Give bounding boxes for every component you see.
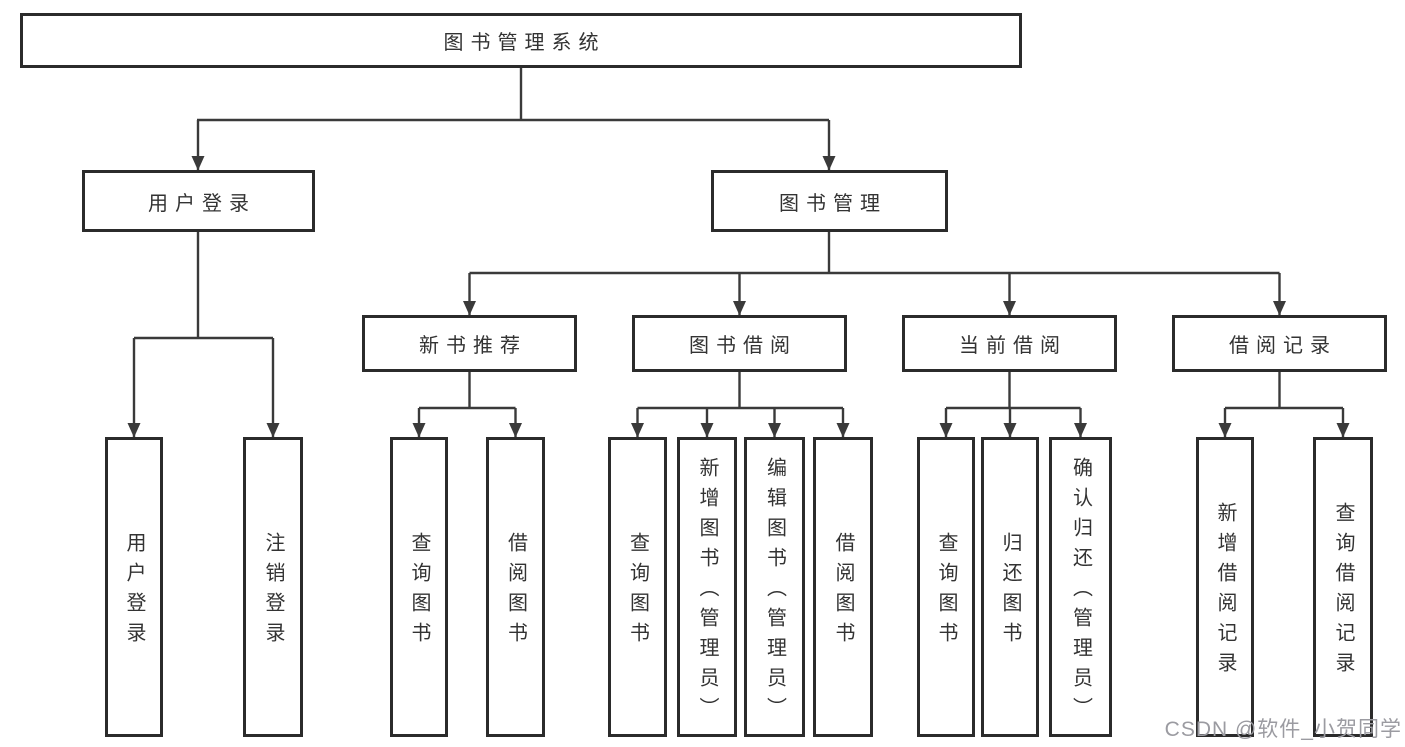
leaf-edit-books-admin: 编辑图书（管理员） [744, 437, 805, 737]
node-label: 当前借阅 [959, 335, 1067, 357]
leaf-user-login: 用户登录 [105, 437, 163, 737]
node-label: 借阅记录 [1229, 335, 1337, 357]
node-user-login: 用户登录 [82, 170, 315, 232]
leaf-label: 查询借阅记录 [1332, 502, 1354, 682]
leaf-label: 注销登录 [262, 532, 284, 652]
leaf-logout: 注销登录 [243, 437, 303, 737]
node-new-book-recommendation: 新书推荐 [362, 315, 577, 372]
leaf-add-books-admin: 新增图书（管理员） [677, 437, 737, 737]
leaf-label: 新增图书（管理员） [696, 457, 718, 727]
node-label: 用户登录 [148, 192, 256, 215]
node-current-borrowing: 当前借阅 [902, 315, 1117, 372]
node-library-management-system: 图书管理系统 [20, 13, 1022, 68]
leaf-confirm-return-admin: 确认归还（管理员） [1049, 437, 1112, 737]
leaf-label: 归还图书 [999, 532, 1021, 652]
node-label: 图书管理系统 [443, 32, 606, 54]
leaf-return-books: 归还图书 [981, 437, 1039, 737]
leaf-query-books-recommend: 查询图书 [390, 437, 448, 737]
leaf-borrow-books-borrowing: 借阅图书 [813, 437, 873, 737]
leaf-label: 查询图书 [935, 532, 957, 652]
csdn-watermark: CSDN @软件_小贺同学 [1164, 718, 1402, 741]
leaf-query-books-current: 查询图书 [917, 437, 975, 737]
node-book-management: 图书管理 [711, 170, 948, 232]
leaf-query-books-borrowing: 查询图书 [608, 437, 667, 737]
node-label: 新书推荐 [419, 335, 527, 357]
leaf-add-borrow-record: 新增借阅记录 [1196, 437, 1254, 737]
node-label: 图书管理 [779, 192, 887, 215]
leaf-label: 查询图书 [626, 532, 649, 652]
leaf-label: 借阅图书 [832, 532, 854, 652]
node-book-borrowing: 图书借阅 [632, 315, 847, 372]
leaf-label: 查询图书 [408, 532, 430, 652]
leaf-query-borrow-record: 查询借阅记录 [1313, 437, 1373, 737]
leaf-label: 用户登录 [123, 532, 145, 652]
node-borrowing-records: 借阅记录 [1172, 315, 1387, 372]
leaf-label: 借阅图书 [504, 532, 527, 652]
leaf-label: 新增借阅记录 [1214, 502, 1236, 682]
leaf-label: 确认归还（管理员） [1069, 457, 1092, 727]
node-label: 图书借阅 [689, 335, 797, 357]
leaf-label: 编辑图书（管理员） [763, 457, 786, 727]
leaf-borrow-books-recommend: 借阅图书 [486, 437, 545, 737]
